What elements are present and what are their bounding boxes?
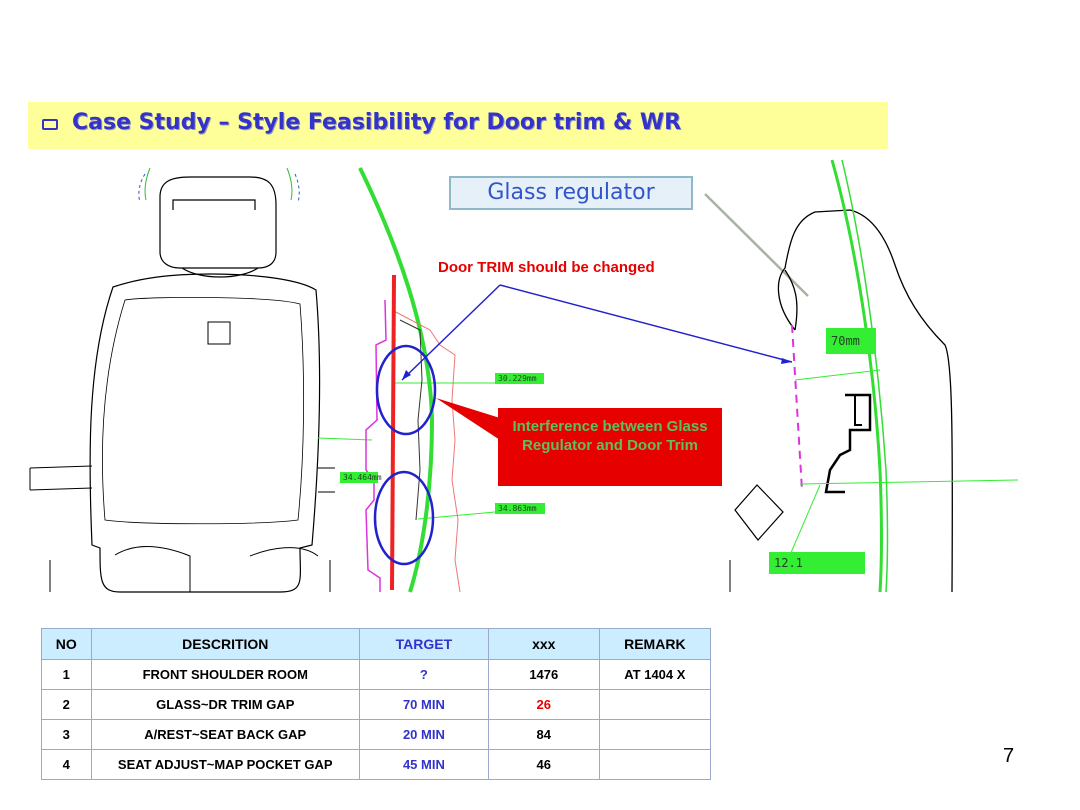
cell-remark (598, 719, 712, 750)
cell-description: GLASS~DR TRIM GAP (90, 689, 360, 720)
cell-remark (598, 749, 712, 780)
table-row: 1 FRONT SHOULDER ROOM ? 1476 AT 1404 X (41, 659, 712, 690)
bullet-icon (42, 119, 58, 130)
column-header: TARGET (358, 628, 489, 660)
seat-outline (29, 167, 335, 593)
cell-description: FRONT SHOULDER ROOM (90, 659, 360, 690)
cell-target: ? (358, 659, 489, 690)
cell-no: 1 (41, 659, 92, 690)
dimension-label: 30.229mm (495, 373, 544, 384)
door-trim-note: Door TRIM should be changed (438, 259, 655, 276)
cell-value: 46 (487, 749, 600, 780)
table-row: 3 A/REST~SEAT BACK GAP 20 MIN 84 (41, 719, 712, 750)
column-header: xxx (487, 628, 600, 660)
cell-remark: AT 1404 X (598, 659, 712, 690)
cell-target: 45 MIN (358, 749, 489, 780)
page-number: 7 (1003, 745, 1015, 767)
door-trim-section-left (358, 167, 461, 593)
title-bar: Case Study – Style Feasibility for Door … (28, 102, 888, 149)
cell-value: 26 (487, 689, 600, 720)
table-header-row: NO DESCRITION TARGET xxx REMARK (41, 628, 712, 660)
dimension-label: 34.464mm (340, 472, 382, 483)
cell-no: 2 (41, 689, 92, 720)
cell-no: 3 (41, 719, 92, 750)
glass-regulator-label: Glass regulator (449, 176, 693, 210)
dimension-label: 70mm (826, 328, 876, 354)
cell-description: A/REST~SEAT BACK GAP (90, 719, 360, 750)
cell-value: 84 (487, 719, 600, 750)
cell-target: 70 MIN (358, 689, 489, 720)
page-title: Case Study – Style Feasibility for Door … (72, 110, 682, 135)
dimension-label: 34.863mm (495, 503, 545, 514)
cell-description: SEAT ADJUST~MAP POCKET GAP (90, 749, 360, 780)
column-header: REMARK (598, 628, 712, 660)
column-header: NO (41, 628, 92, 660)
cad-drawing (29, 159, 1019, 593)
spec-table: NO DESCRITION TARGET xxx REMARK 1 FRONT … (41, 628, 712, 780)
dimension-label: 12.1 (769, 552, 865, 574)
glass-regulator-section (729, 159, 1019, 593)
cell-remark (598, 689, 712, 720)
interference-callout: Interference between Glass Regulator and… (498, 408, 722, 486)
column-header: DESCRITION (90, 628, 360, 660)
cell-target: 20 MIN (358, 719, 489, 750)
cell-value: 1476 (487, 659, 600, 690)
cell-no: 4 (41, 749, 92, 780)
table-row: 4 SEAT ADJUST~MAP POCKET GAP 45 MIN 46 (41, 749, 712, 780)
table-row: 2 GLASS~DR TRIM GAP 70 MIN 26 (41, 689, 712, 720)
